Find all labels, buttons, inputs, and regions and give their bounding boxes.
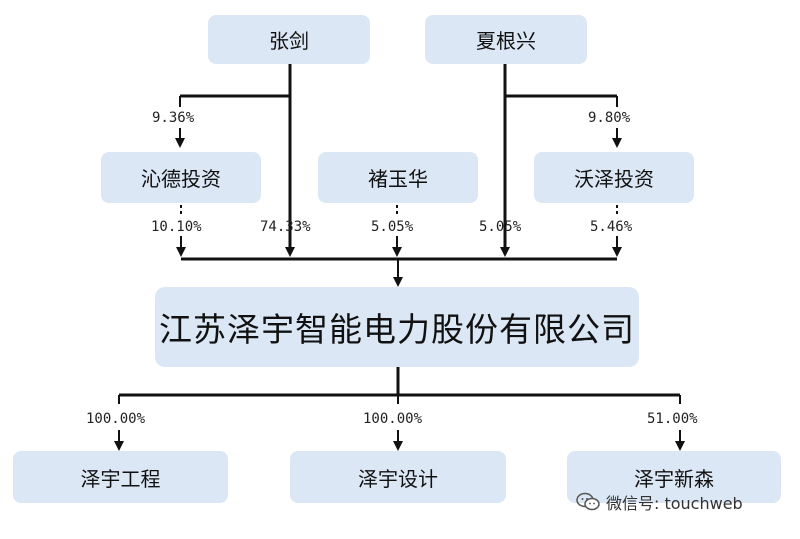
- pct-woze-to-company: 5.46%: [590, 219, 633, 235]
- pct-zhang-to-qinde: 9.36%: [152, 110, 195, 126]
- pct-company-to-engineering: 100.00%: [86, 411, 146, 427]
- pct-company-to-xinsen: 51.00%: [647, 411, 698, 427]
- pct-company-to-design: 100.00%: [363, 411, 423, 427]
- node-woze-investment: 沃泽投资: [534, 152, 694, 203]
- pct-xia-to-woze: 9.80%: [588, 110, 631, 126]
- wechat-icon: [576, 492, 600, 511]
- node-qinde-investment: 沁德投资: [101, 152, 261, 203]
- node-xia-genxing: 夏根兴: [425, 15, 587, 64]
- node-zeyu-design: 泽宇设计: [290, 451, 506, 503]
- node-chu-yuhua: 褚玉华: [318, 152, 478, 203]
- watermark-text: 微信号: touchweb: [606, 494, 743, 513]
- node-zeyu-xinsen: 泽宇新森: [567, 451, 781, 503]
- node-zhang-jian: 张剑: [208, 15, 370, 64]
- node-company: 江苏泽宇智能电力股份有限公司: [155, 287, 639, 367]
- pct-zhang-to-company: 74.33%: [260, 219, 311, 235]
- pct-qinde-to-company: 10.10%: [151, 219, 202, 235]
- node-zeyu-engineering: 泽宇工程: [13, 451, 228, 503]
- watermark: 微信号: touchweb: [576, 490, 743, 514]
- pct-xia-to-company: 5.05%: [479, 219, 522, 235]
- pct-chu-to-company: 5.05%: [371, 219, 414, 235]
